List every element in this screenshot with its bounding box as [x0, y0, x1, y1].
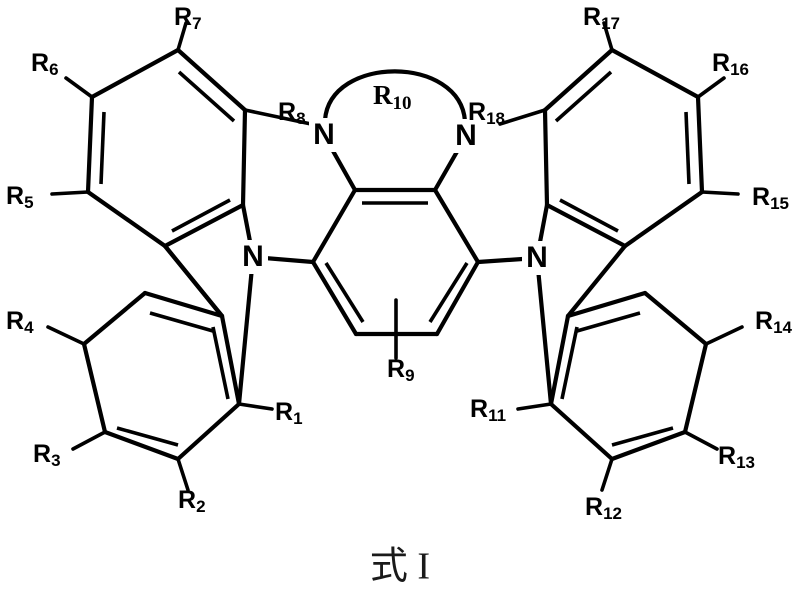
atom-n-amine-right: N — [455, 119, 477, 152]
n-mask-left — [238, 240, 268, 274]
substituent-label-r14: R14 — [755, 307, 793, 338]
bond-to-r1 — [237, 402, 274, 411]
substituent-subscript-r5: 5 — [24, 193, 33, 212]
substituent-label-r13: R13 — [718, 442, 755, 473]
substituent-subscript-r16: 16 — [730, 60, 749, 79]
substituent-label-r5: R5 — [6, 182, 34, 213]
substituent-subscript-r13: 13 — [736, 453, 755, 472]
substituent-label-r16: R16 — [712, 49, 749, 80]
substituent-label-r8: R8 — [278, 98, 306, 129]
substituent-base-r3: R — [33, 440, 51, 468]
substituent-subscript-r4: 4 — [24, 318, 34, 337]
substituent-base-r4: R — [6, 307, 24, 335]
substituent-base-r7: R — [174, 3, 192, 31]
n-mask-amine-right — [451, 119, 481, 153]
substituent-base-r6: R — [31, 49, 49, 77]
substituent-subscript-r14: 14 — [773, 318, 792, 337]
substituent-subscript-r18: 18 — [486, 109, 505, 128]
substituent-base-r2: R — [178, 486, 196, 514]
substituent-base-r5: R — [6, 182, 24, 210]
substituent-label-r4: R4 — [6, 307, 34, 338]
substituent-subscript-r7: 7 — [192, 14, 201, 33]
substituent-label-r2: R2 — [178, 486, 206, 517]
substituent-label-r7: R7 — [174, 3, 202, 34]
substituent-base-r13: R — [718, 442, 736, 470]
bond-to-r13 — [683, 430, 719, 451]
substituent-subscript-r10: 10 — [393, 93, 412, 114]
substituent-label-r1: R1 — [275, 398, 303, 429]
substituent-subscript-r8: 8 — [296, 109, 305, 128]
atom-labels: N N N N — [238, 118, 552, 275]
r10-bridge-arc — [322, 69, 468, 124]
figure-caption: 式 I — [370, 546, 430, 588]
substituent-base-r9: R — [387, 355, 405, 383]
substituent-base-r17: R — [583, 3, 601, 31]
bond-to-r11 — [516, 402, 553, 411]
bond-to-r14 — [704, 325, 744, 346]
substituent-label-r12: R12 — [585, 493, 622, 524]
arc-r10 — [322, 69, 468, 124]
bond-to-r2 — [176, 457, 190, 492]
substituent-label-r18: R18 — [468, 98, 505, 129]
substituent-subscript-r2: 2 — [196, 497, 205, 516]
substituent-label-r3: R3 — [33, 440, 61, 471]
bond-to-r12 — [600, 457, 614, 492]
substituent-subscript-r12: 12 — [603, 504, 622, 523]
n-mask-amine-left — [309, 118, 339, 152]
substituent-bonds-left — [46, 21, 313, 492]
benzene-ring-upper-right — [542, 47, 705, 249]
substituent-label-r9: R9 — [387, 355, 415, 386]
substituent-subscript-r1: 1 — [293, 409, 302, 428]
substituent-bonds-right — [498, 21, 744, 492]
central-benzene-ring — [310, 187, 481, 337]
substituent-subscript-r3: 3 — [51, 451, 60, 470]
bond-to-r15 — [700, 190, 740, 196]
bond-to-r8 — [243, 108, 313, 126]
bond-to-r7 — [176, 21, 188, 52]
n-mask-right — [522, 241, 552, 275]
bond-to-r3 — [71, 430, 107, 451]
carbazole-left-group — [46, 21, 313, 492]
substituent-labels: R1R2R3R4R5R6R7R8R9R10R11R12R13R14R15R16R… — [6, 3, 793, 524]
substituent-base-r1: R — [275, 398, 293, 426]
substituent-label-r10: R10 — [373, 80, 412, 114]
substituent-base-r11: R — [470, 395, 488, 423]
bond-to-r6 — [64, 76, 94, 99]
bond-to-r5 — [50, 190, 90, 196]
substituent-label-r17: R17 — [583, 3, 620, 34]
substituent-subscript-r17: 17 — [601, 14, 620, 33]
core-linkage-bonds — [250, 132, 540, 265]
substituent-subscript-r15: 15 — [770, 194, 789, 213]
benzene-ring-lower-left — [81, 290, 242, 462]
substituent-subscript-r6: 6 — [49, 60, 58, 79]
substituent-base-r12: R — [585, 493, 603, 521]
substituent-label-r15: R15 — [752, 183, 789, 214]
atom-n-carbazole-left: N — [242, 240, 264, 273]
atom-n-carbazole-right: N — [526, 241, 548, 274]
substituent-label-r6: R6 — [31, 49, 59, 80]
bond-to-r4 — [46, 325, 86, 346]
substituent-subscript-r9: 9 — [405, 366, 414, 385]
substituent-base-r14: R — [755, 307, 773, 335]
substituent-base-r10: R — [373, 80, 393, 110]
bond-to-r17 — [602, 21, 614, 52]
bond-to-r18 — [498, 108, 547, 126]
benzene-ring-lower-right — [548, 290, 709, 462]
substituent-label-r11: R11 — [470, 395, 506, 426]
bond-to-r16 — [696, 76, 726, 99]
substituent-base-r18: R — [468, 98, 486, 126]
substituent-subscript-r11: 11 — [488, 406, 506, 425]
substituent-base-r8: R — [278, 98, 296, 126]
substituent-base-r15: R — [752, 183, 770, 211]
atom-n-amine-left: N — [313, 118, 335, 151]
benzene-ring-upper-left — [85, 47, 248, 249]
substituent-base-r16: R — [712, 49, 730, 77]
carbazole-right-group — [498, 21, 744, 492]
